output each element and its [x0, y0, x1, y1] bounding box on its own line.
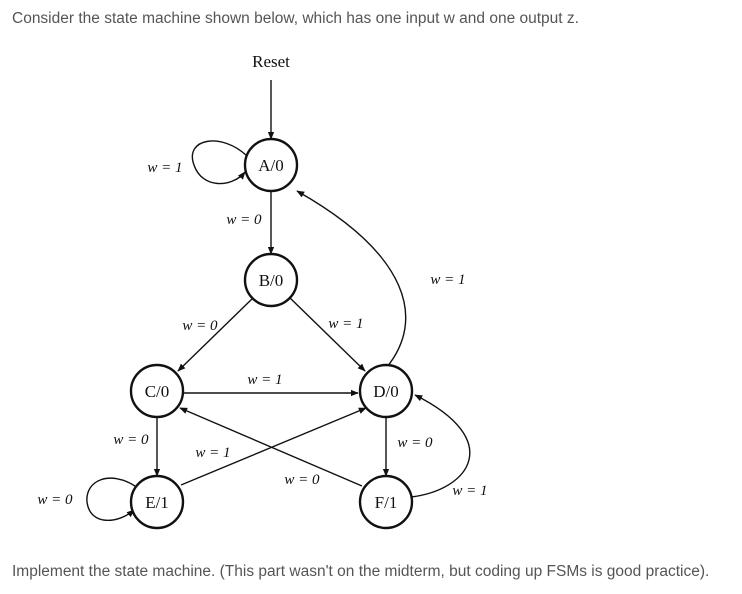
edge-a-self-loop: [191, 140, 248, 185]
state-c: C/0: [129, 363, 185, 419]
state-f: F/1: [358, 474, 414, 530]
label-a-self: w = 1: [147, 160, 182, 176]
edge-e-self-loop: [86, 477, 136, 522]
edge-f-to-d: [410, 394, 471, 498]
state-f-label: F/1: [375, 493, 398, 512]
label-d-to-a: w = 1: [430, 272, 465, 288]
edge-b-to-c: [177, 296, 255, 372]
footer-text: Implement the state machine. (This part …: [12, 563, 710, 580]
edge-e-to-d: [180, 407, 367, 486]
label-e-to-d: w = 1: [195, 445, 230, 461]
state-e: E/1: [129, 474, 185, 530]
label-f-to-d: w = 1: [452, 483, 487, 499]
state-d-label: D/0: [373, 382, 399, 401]
state-c-label: C/0: [145, 382, 170, 401]
state-a: A/0: [243, 137, 299, 193]
state-e-label: E/1: [145, 493, 169, 512]
state-d: D/0: [358, 363, 414, 419]
question-text: Consider the state machine shown below, …: [12, 10, 579, 27]
label-c-to-e: w = 0: [113, 432, 149, 448]
edge-b-to-d: [288, 296, 366, 372]
edge-d-to-a: [296, 190, 407, 368]
state-b-label: B/0: [259, 271, 284, 290]
label-e-self: w = 0: [37, 492, 73, 508]
state-a-label: A/0: [258, 156, 284, 175]
label-b-to-d: w = 1: [328, 316, 363, 332]
state-b: B/0: [243, 252, 299, 308]
edge-f-to-c: [179, 407, 363, 487]
reset-label: Reset: [252, 52, 290, 71]
label-b-to-c: w = 0: [182, 318, 218, 334]
label-a-to-b: w = 0: [226, 212, 262, 228]
label-d-to-f: w = 0: [397, 435, 433, 451]
label-f-to-c: w = 0: [284, 472, 320, 488]
label-c-to-d: w = 1: [247, 372, 282, 388]
